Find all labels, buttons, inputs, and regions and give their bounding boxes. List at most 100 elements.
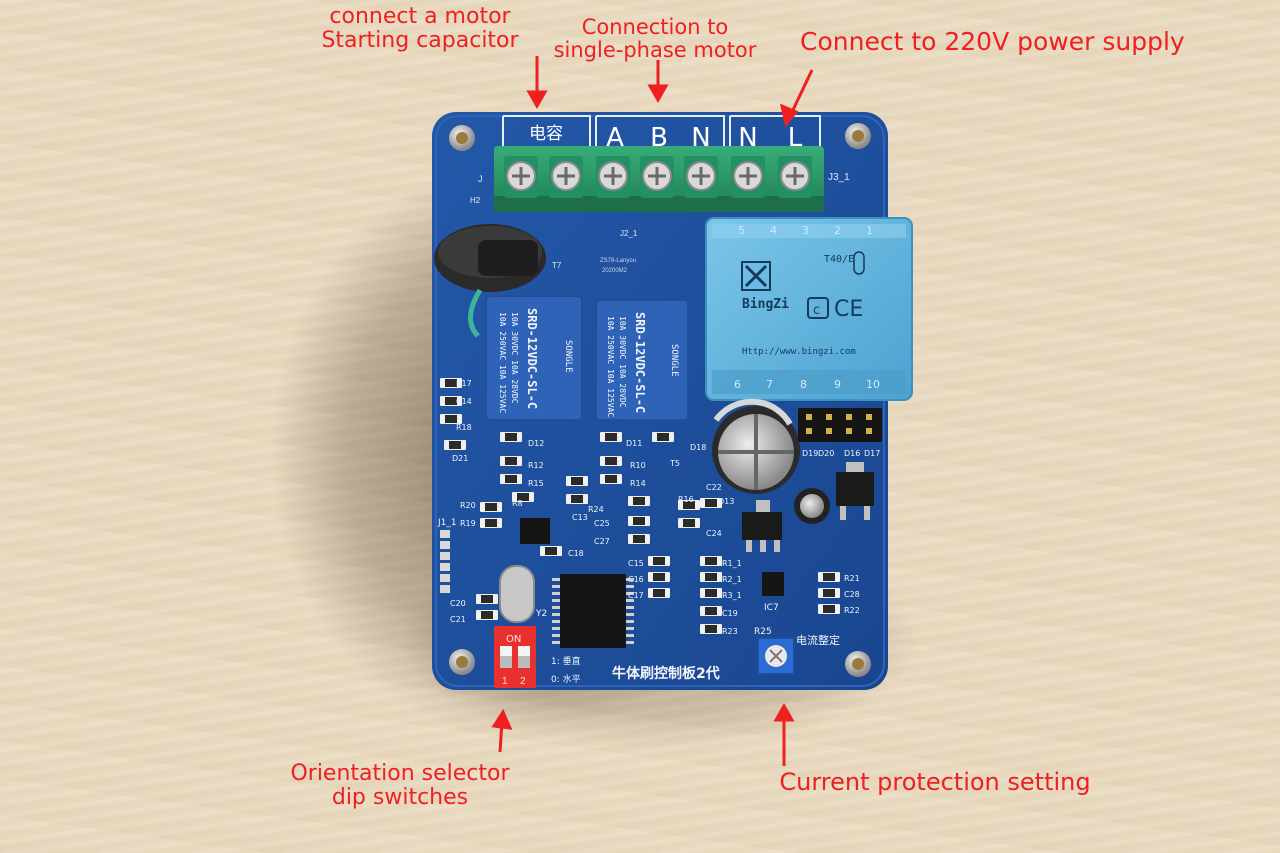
silk-ref-r12: R12	[528, 461, 544, 470]
silk-ref-c13: C13	[572, 513, 588, 522]
silk-ref-r20: R20	[460, 501, 476, 510]
j1-ref: J1_1	[437, 518, 457, 528]
transformer: c CE	[705, 217, 913, 401]
svg-text:6: 6	[734, 378, 741, 391]
silk-ref-r14: R14	[630, 479, 646, 488]
main-ic	[560, 574, 626, 648]
silk-ref-r21: R21	[844, 574, 860, 583]
current-ic	[762, 572, 784, 596]
annotation-motor-capacitor-line1: connect a motor	[329, 4, 511, 29]
silk-ref-d20: D20	[818, 449, 834, 458]
crystal-ref: Y2	[535, 609, 547, 619]
silk-ref-r16: R16	[678, 495, 694, 504]
silk-ref-c15: C15	[628, 559, 644, 568]
annotation-single-phase: Connection to single-phase motor	[530, 16, 780, 61]
voltage-regulator-1	[742, 500, 782, 552]
svg-text:10A 30VDC 10A 28VDC: 10A 30VDC 10A 28VDC	[618, 316, 627, 408]
silk-ref-d19: D19	[802, 449, 818, 458]
svg-text:7: 7	[766, 378, 773, 391]
svg-text:T7: T7	[552, 261, 562, 270]
terminal-capacitor-label: 电容	[529, 124, 563, 144]
annotation-arrows	[491, 56, 814, 766]
svg-text:SONGLE: SONGLE	[669, 344, 679, 377]
ic-ref: IC7	[764, 603, 779, 613]
svg-text:SRD-12VDC-SL-C: SRD-12VDC-SL-C	[525, 308, 539, 409]
silk-ref-r19: R19	[460, 519, 476, 528]
dip-on-label: ON	[506, 634, 521, 645]
transformer-brand: BingZi	[742, 297, 789, 312]
terminal-label-l: L	[788, 123, 803, 153]
corner-screws	[449, 123, 871, 677]
annotation-power-supply: Connect to 220V power supply	[800, 27, 1185, 56]
silk-ref-d21: D21	[452, 454, 468, 463]
silk-ref-c21: C21	[450, 615, 466, 624]
annotation-motor-capacitor-line2: Starting capacitor	[321, 27, 519, 53]
legend-horizontal: 0: 水平	[551, 673, 581, 685]
silk-ref-r2_1: R2_1	[722, 575, 742, 584]
transformer-model: T40/E	[824, 254, 854, 265]
terminal-label-n1: N	[691, 123, 710, 153]
annotation-orientation-line2: dip switches	[331, 784, 469, 810]
silk-ref-c19: C19	[722, 609, 738, 618]
dip-number-2: 2	[520, 676, 526, 687]
silk-ref-r10: R10	[630, 461, 646, 470]
silk-ref-d17: D17	[864, 449, 880, 458]
relay-1-text: 10A 250VAC 10A 125VAC 10A 30VDC 10A 28VD…	[498, 308, 573, 413]
dip-number-1: 1	[502, 676, 508, 687]
terminal-screws	[504, 156, 812, 198]
silk-ref-c24: C24	[706, 529, 722, 538]
pot-label: 电流整定	[796, 633, 840, 647]
silk-ref-d16: D16	[844, 449, 860, 458]
annotation-single-phase-line2: single-phase motor	[553, 37, 757, 62]
silk-ref-c22: C22	[706, 483, 722, 492]
svg-text:J: J	[478, 174, 483, 184]
relay-2	[595, 299, 689, 421]
silk-ref-r23: R23	[722, 627, 738, 636]
terminal-letters: A B N N L	[606, 123, 803, 153]
silk-ref-r18: R18	[456, 423, 472, 432]
silk-ref-c27: C27	[594, 537, 610, 546]
annotation-motor-capacitor: connect a motor Starting capacitor	[300, 5, 540, 53]
terminal-label-n2: N	[738, 123, 757, 153]
silk-ref-t5: T5	[669, 459, 680, 468]
svg-text:10A 30VDC 10A 28VDC: 10A 30VDC 10A 28VDC	[510, 312, 519, 404]
silk-ref-r22: R22	[844, 606, 860, 615]
transformer-url: Http://www.bingzi.com	[742, 347, 856, 357]
silk-ref-c14: C14	[456, 397, 472, 406]
annotation-current-protection: Current protection setting	[779, 768, 1091, 796]
board-title: 牛体刷控制板2代	[612, 665, 720, 682]
svg-text:H2: H2	[470, 196, 481, 205]
silk-ref-d18: D18	[690, 443, 706, 452]
legend-vertical: 1: 垂直	[551, 655, 581, 667]
svg-text:10A 250VAC 10A 125VAC: 10A 250VAC 10A 125VAC	[606, 316, 615, 417]
svg-text:c: c	[813, 303, 820, 318]
silk-ref-r3_1: R3_1	[722, 591, 742, 600]
annotation-single-phase-line1: Connection to	[581, 15, 729, 39]
silk-ref-c17: C17	[628, 591, 644, 600]
pot-ref: R25	[754, 627, 772, 637]
svg-text:10: 10	[866, 378, 880, 391]
svg-text:SONGLE: SONGLE	[563, 340, 573, 373]
silk-ref-c28: C28	[844, 590, 860, 599]
crystal	[499, 565, 535, 623]
svg-text:SRD-12VDC-SL-C: SRD-12VDC-SL-C	[633, 312, 647, 413]
j2-ref: J2_1	[620, 229, 638, 238]
electrolytic-capacitor-large	[712, 398, 800, 494]
terminal-header	[502, 115, 821, 146]
svg-text:4: 4	[770, 224, 777, 237]
dip-switch	[494, 626, 536, 688]
current-potentiometer	[757, 637, 795, 675]
annotation-orientation: Orientation selector dip switches	[260, 762, 540, 810]
silk-ref-r17: R17	[456, 379, 472, 388]
svg-text:8: 8	[800, 378, 807, 391]
relay-1	[485, 295, 583, 421]
svg-text:CE: CE	[834, 297, 863, 322]
silk-small-2: 20200M2	[602, 268, 628, 274]
annotation-orientation-line1: Orientation selector	[290, 761, 510, 786]
j1-connector	[440, 530, 450, 593]
silk-ref-c18: C18	[568, 549, 584, 558]
small-ic	[520, 518, 550, 544]
silk-ref-d12: D12	[528, 439, 544, 448]
pin-header	[798, 408, 882, 442]
